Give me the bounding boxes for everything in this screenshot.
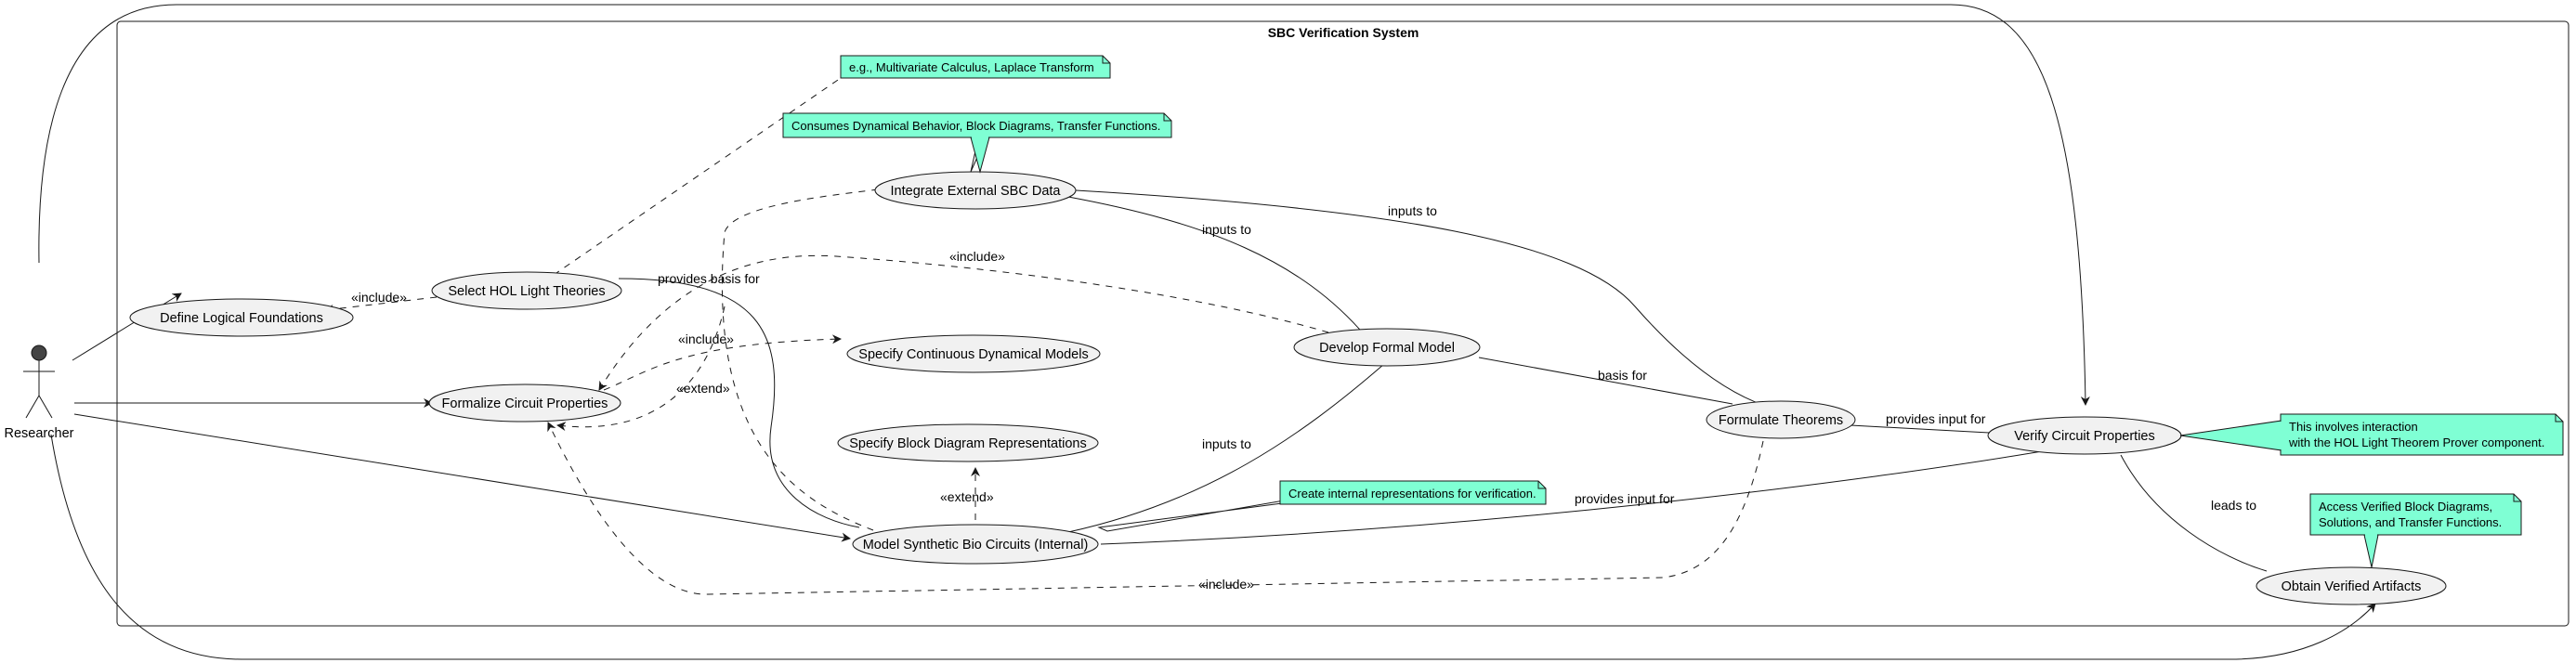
use-case-develop-formal-model[interactable]: Develop Formal Model [1293, 328, 1481, 367]
use-case-formulate-theorems[interactable]: Formulate Theorems [1706, 400, 1856, 439]
label-inputs-to-1: inputs to [1202, 222, 1251, 237]
use-case-label: Integrate External SBC Data [891, 184, 1062, 199]
use-case-label: Specify Block Diagram Representations [849, 436, 1086, 451]
system-title: SBC Verification System [1268, 25, 1419, 40]
actor-head-icon [31, 344, 47, 361]
use-case-label: Model Synthetic Bio Circuits (Internal) [863, 538, 1089, 552]
note-text: e.g., Multivariate Calculus, Laplace Tra… [849, 60, 1094, 74]
edge-researcher-artifacts [50, 434, 2376, 660]
label-inputs-to-2: inputs to [1388, 203, 1437, 218]
note-verify-interaction: This involves interaction with the HOL L… [2179, 413, 2564, 456]
note-external-data: Consumes Dynamical Behavior, Block Diagr… [782, 112, 1172, 174]
note-text-line-1: Access Verified Block Diagrams, [2319, 500, 2492, 514]
note-verified-artifacts: Access Verified Block Diagrams, Solution… [2309, 493, 2522, 568]
edge-integrate-formal [1067, 196, 1366, 337]
edge-integrate-theorems [1075, 189, 1766, 407]
use-case-label: Select HOL Light Theories [448, 284, 605, 299]
edge-include-continuous [603, 334, 842, 391]
label-provides-input-for-1: provides input for [1886, 411, 1986, 426]
use-case-define-logical-foundations[interactable]: Define Logical Foundations [129, 298, 354, 337]
use-case-label: Formalize Circuit Properties [442, 396, 608, 411]
edge-extend-formalize [557, 188, 879, 531]
label-extend-block: «extend» [940, 489, 994, 504]
edge-include-define [324, 296, 438, 314]
note-text-line-2: Solutions, and Transfer Functions. [2319, 515, 2502, 529]
edge-note-hol [553, 77, 842, 276]
edge-model-verify [1100, 448, 2054, 545]
use-case-label: Verify Circuit Properties [2014, 429, 2155, 444]
label-include-theorems: «include» [1198, 577, 1254, 592]
edge-formal-theorems [1478, 357, 1733, 405]
actor-researcher[interactable]: Researcher [5, 344, 74, 441]
label-inputs-to-3: inputs to [1202, 436, 1251, 451]
note-internal-representations: Create internal representations for veri… [1279, 480, 1547, 505]
edge-researcher-verify [38, 4, 2090, 406]
use-case-label: Develop Formal Model [1319, 341, 1455, 356]
system-boundary [116, 20, 2569, 627]
label-basis-for: basis for [1598, 368, 1647, 383]
label-provides-input-for-2: provides input for [1575, 491, 1675, 506]
edge-verify-artifacts [2120, 454, 2268, 572]
note-text: Consumes Dynamical Behavior, Block Diagr… [791, 119, 1160, 133]
use-case-integrate-external-sbc-data[interactable]: Integrate External SBC Data [874, 171, 1077, 210]
use-case-select-hol-light-theories[interactable]: Select HOL Light Theories [431, 271, 622, 310]
edge-researcher-model [73, 413, 851, 542]
note-text-line-1: This involves interaction [2289, 420, 2418, 434]
note-text: Create internal representations for veri… [1288, 487, 1536, 500]
label-include-define: «include» [351, 290, 407, 305]
edge-hol-model [618, 278, 860, 528]
edge-note-model [1097, 496, 1306, 532]
use-case-obtain-verified-artifacts[interactable]: Obtain Verified Artifacts [2256, 566, 2447, 605]
use-case-specify-block-diagram-representations[interactable]: Specify Block Diagram Representations [837, 423, 1099, 462]
edge-include-formal [598, 254, 1329, 391]
label-include-formal: «include» [949, 249, 1005, 264]
use-case-specify-continuous-dynamical-models[interactable]: Specify Continuous Dynamical Models [846, 334, 1101, 373]
actor-name: Researcher [5, 426, 74, 441]
use-case-label: Specify Continuous Dynamical Models [858, 347, 1088, 362]
use-case-label: Obtain Verified Artifacts [2282, 579, 2422, 594]
label-provides-basis-for: provides basis for [658, 271, 760, 286]
label-leads-to: leads to [2211, 498, 2256, 513]
label-include-continuous: «include» [678, 332, 734, 346]
edge-model-formal [1067, 363, 1385, 533]
note-text-line-2: with the HOL Light Theorem Prover compon… [2288, 436, 2544, 449]
use-case-model-synthetic-bio-circuits[interactable]: Model Synthetic Bio Circuits (Internal) [852, 524, 1099, 565]
use-case-verify-circuit-properties[interactable]: Verify Circuit Properties [1987, 416, 2182, 455]
label-extend-formalize: «extend» [676, 381, 730, 396]
edge-include-theorems [547, 422, 1764, 595]
use-case-label: Define Logical Foundations [160, 311, 323, 326]
use-case-formalize-circuit-properties[interactable]: Formalize Circuit Properties [428, 384, 621, 422]
edge-theorems-verify [1850, 424, 2007, 435]
note-hol-theories-example: e.g., Multivariate Calculus, Laplace Tra… [840, 55, 1111, 79]
use-case-label: Formulate Theorems [1719, 413, 1843, 428]
